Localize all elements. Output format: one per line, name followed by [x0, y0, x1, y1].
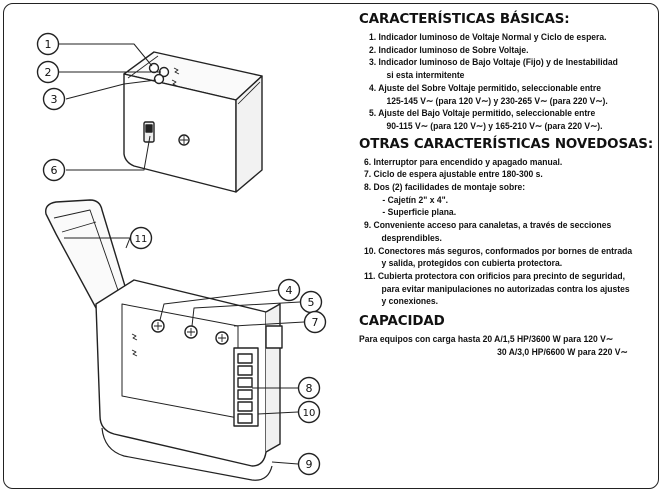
- feature-9: 9. Conveniente acceso para canaletas, a …: [364, 220, 612, 231]
- other-features-title: OTRAS CARACTERÍSTICAS NOVEDOSAS:: [359, 136, 654, 152]
- feature-3: 3. Indicador luminoso de Bajo Voltaje (F…: [369, 57, 618, 68]
- feature-11-cont-1: para evitar manipulaciones no autorizada…: [381, 283, 630, 294]
- feature-10: 10. Conectores más seguros, conformados …: [364, 245, 633, 256]
- svg-text:1: 1: [45, 38, 52, 51]
- feature-4: 4. Ajuste del Sobre Voltaje permitido, s…: [369, 82, 601, 93]
- svg-text:11: 11: [135, 234, 148, 245]
- svg-text:10: 10: [303, 408, 316, 419]
- callout-7: 7: [303, 310, 327, 334]
- callout-2: 2: [36, 60, 60, 84]
- feature-9-cont: desprendibles.: [381, 232, 442, 243]
- feature-11-cont-2: y conexiones.: [381, 296, 439, 307]
- feature-10-cont: y salida, protegidos con cubierta protec…: [381, 258, 563, 269]
- other-features-list: 6. Interruptor para encendido y apagado …: [359, 156, 655, 308]
- feature-8-sub-1: - Cajetín 2" x 4".: [382, 194, 449, 205]
- callout-4: 4: [277, 278, 301, 302]
- basic-features-title: CARACTERÍSTICAS BÁSICAS:: [359, 12, 570, 27]
- feature-4-cont: 125-145 V∼ (para 120 V∼) y 230-265 V∼ (p…: [386, 95, 608, 106]
- feature-8: 8. Dos (2) facilidades de montaje sobre:: [364, 182, 526, 193]
- svg-text:3: 3: [51, 93, 58, 106]
- callout-9: 9: [297, 452, 321, 476]
- svg-text:4: 4: [286, 284, 293, 297]
- feature-5-cont: 90-115 V∼ (para 120 V∼) y 165-210 V∼ (pa…: [386, 120, 603, 131]
- page-frame: 1 2 3 6 11 4 5: [3, 3, 659, 489]
- device-illustration: 1 2 3 6 11 4 5: [36, 32, 327, 481]
- callout-1: 1: [36, 32, 60, 56]
- feature-6: 6. Interruptor para encendido y apagado …: [364, 156, 563, 167]
- feature-3-cont: si esta intermitente: [386, 70, 465, 81]
- svg-text:8: 8: [306, 382, 313, 395]
- svg-text:2: 2: [45, 66, 52, 79]
- feature-2: 2. Indicador luminoso de Sobre Voltaje.: [369, 44, 529, 55]
- open-unit-drawing: [45, 199, 283, 481]
- svg-text:5: 5: [308, 296, 315, 309]
- svg-text:6: 6: [51, 164, 58, 177]
- callout-8: 8: [297, 376, 321, 400]
- feature-8-sub-2: - Superficie plana.: [382, 207, 457, 218]
- callout-5: 5: [299, 290, 323, 314]
- callout-3: 3: [42, 87, 66, 111]
- callout-6: 6: [42, 158, 66, 182]
- capacity-list: Para equipos con carga hasta 20 A/1,5 HP…: [359, 333, 655, 358]
- feature-1: 1. Indicador luminoso de Voltaje Normal …: [369, 32, 607, 42]
- terminal-block-icon: [233, 347, 259, 427]
- capacity-title: CAPACIDAD: [359, 314, 445, 330]
- svg-text:7: 7: [312, 316, 319, 329]
- features-text: CARACTERÍSTICAS BÁSICAS: 1. Indicador lu…: [359, 12, 655, 358]
- closed-unit-drawing: [123, 51, 263, 193]
- svg-text:9: 9: [306, 458, 313, 471]
- capacity-line-1: Para equipos con carga hasta 20 A/1,5 HP…: [359, 334, 614, 345]
- basic-features-list: 1. Indicador luminoso de Voltaje Normal …: [359, 31, 655, 133]
- callout-11: 11: [129, 226, 153, 250]
- callout-10: 10: [297, 400, 321, 424]
- capacity-line-2: 30 A/3,0 HP/6600 W para 220 V∼: [497, 346, 628, 357]
- feature-11: 11. Cubierta protectora con orificios pa…: [364, 270, 625, 281]
- feature-5: 5. Ajuste del Bajo Voltaje permitido, se…: [369, 108, 596, 119]
- led-3-icon: [153, 73, 165, 85]
- feature-7: 7. Ciclo de espera ajustable entre 180-3…: [364, 169, 543, 180]
